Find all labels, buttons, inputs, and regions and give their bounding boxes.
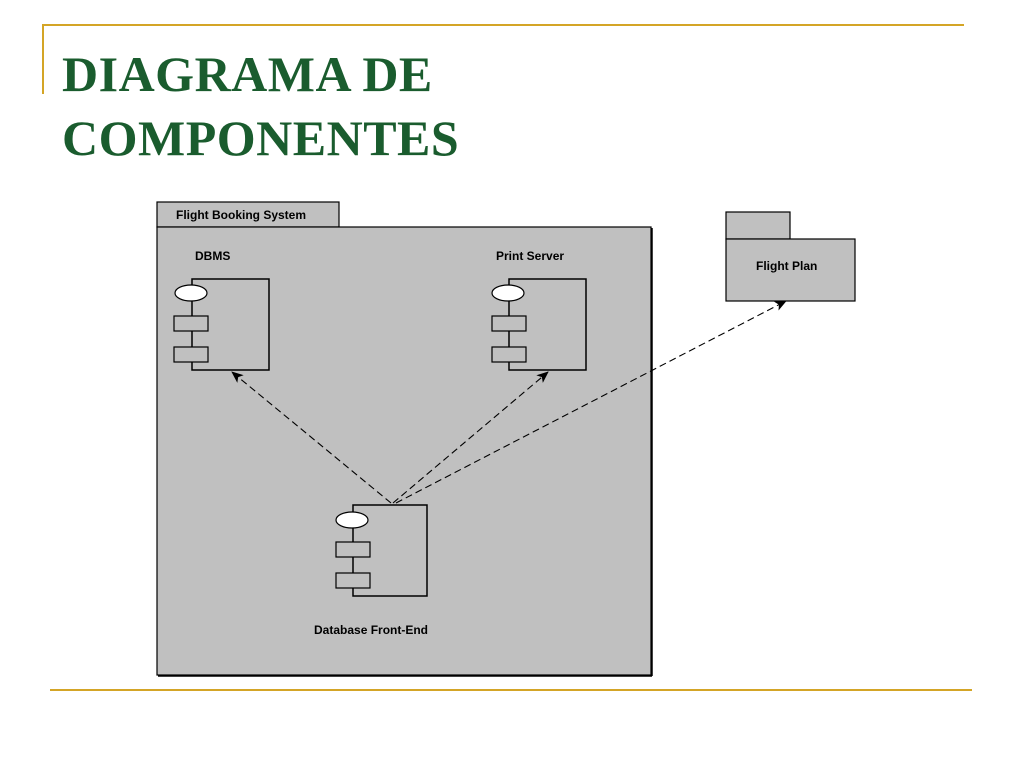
dependency-to-flight-plan bbox=[395, 300, 787, 504]
component-port-top bbox=[491, 315, 527, 332]
component-print-server: Print Server bbox=[491, 249, 587, 371]
dependency-arrows bbox=[231, 300, 787, 504]
component-port-bottom bbox=[491, 346, 527, 363]
title-line-2: COMPONENTES bbox=[62, 110, 460, 166]
package-label: Flight Booking System bbox=[176, 208, 306, 222]
top-accent-rule bbox=[42, 24, 964, 26]
print-server-label: Print Server bbox=[496, 249, 564, 263]
slide-title: DIAGRAMA DE COMPONENTES bbox=[62, 42, 762, 170]
component-port-bottom bbox=[335, 572, 371, 589]
component-port-top bbox=[335, 541, 371, 558]
dependency-to-dbms bbox=[231, 371, 392, 504]
flight-booking-system-package: Flight Booking System bbox=[156, 201, 653, 677]
component-port-top bbox=[173, 315, 209, 332]
flight-plan-tab bbox=[725, 211, 791, 240]
component-database-front-end: Database Front-End bbox=[314, 504, 428, 637]
flight-plan-body bbox=[725, 238, 856, 302]
title-line-1: DIAGRAMA DE bbox=[62, 46, 433, 102]
component-dbms: DBMS bbox=[173, 249, 270, 371]
flight-plan-label: Flight Plan bbox=[756, 259, 817, 273]
component-port-oval bbox=[491, 284, 525, 302]
left-accent-rule bbox=[42, 24, 44, 94]
dbms-label: DBMS bbox=[195, 249, 230, 263]
bottom-accent-rule bbox=[50, 689, 972, 691]
component-port-bottom bbox=[173, 346, 209, 363]
component-port-oval bbox=[335, 511, 369, 529]
component-port-oval bbox=[174, 284, 208, 302]
dependency-to-print-server bbox=[392, 371, 549, 504]
flight-plan-package: Flight Plan bbox=[725, 211, 856, 302]
database-front-end-label: Database Front-End bbox=[314, 623, 428, 637]
package-tab bbox=[156, 201, 340, 228]
